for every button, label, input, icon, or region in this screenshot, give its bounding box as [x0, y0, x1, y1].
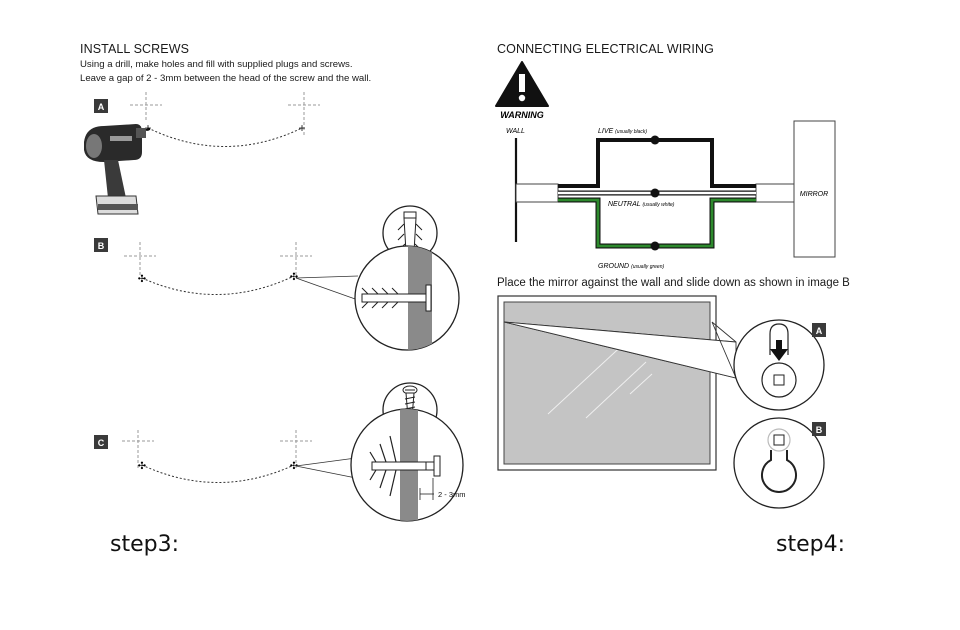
step-c-letter: C	[98, 438, 105, 448]
mount-b-letter: B	[816, 425, 823, 435]
ground-connector	[650, 241, 660, 251]
step-b-letter: B	[98, 241, 105, 251]
install-instruction-line-1: Using a drill, make holes and fill with …	[80, 59, 353, 70]
mirror-box	[793, 120, 836, 258]
mount-a-badge	[812, 323, 826, 337]
arrow-down-icon	[770, 340, 788, 361]
step-a-letter: A	[98, 102, 105, 112]
live-wire	[558, 138, 756, 188]
mirror-cable-sleeve	[755, 183, 795, 203]
step4-label: step4:	[776, 532, 845, 557]
hole-mark-icon: ✣	[290, 461, 298, 472]
level-line-a	[147, 127, 303, 147]
hole-mark-icon: ✣	[138, 461, 146, 472]
mirror-label: MIRROR	[800, 191, 828, 198]
level-line-c	[141, 464, 295, 483]
wall-cable-sleeve	[515, 183, 559, 203]
ground-label: GROUND (usually green)	[598, 263, 664, 270]
wiring-panel: WARNING WALL MIRROR LIVE (usually black)…	[495, 61, 836, 270]
neutral-connector	[650, 188, 660, 198]
drill-icon	[84, 124, 151, 215]
mirror-mount-panel: A B	[497, 295, 826, 509]
gap-label: 2 - 3mm	[438, 490, 466, 499]
mount-b-badge	[812, 422, 826, 436]
drill-point-icon: +	[144, 121, 151, 135]
live-connector	[650, 135, 660, 145]
crosshair-marks-a	[130, 92, 320, 136]
step-b-badge	[94, 238, 108, 252]
step-a-badge	[94, 99, 108, 113]
crosshair-marks-b	[124, 242, 312, 278]
plug-inserted-icon	[361, 284, 432, 312]
warning-icon	[495, 61, 549, 107]
live-label: LIVE (usually black)	[598, 128, 647, 135]
install-instruction-line-2: Leave a gap of 2 - 3mm between the head …	[80, 73, 372, 84]
step-a-panel: A + +	[84, 92, 320, 215]
drill-point-icon: +	[298, 121, 305, 135]
warning-label: WARNING	[500, 110, 544, 120]
keyhole-detail-b	[733, 417, 825, 509]
level-line-b	[141, 275, 295, 295]
step-c-badge	[94, 435, 108, 449]
crosshair-marks-c	[122, 430, 312, 470]
wiring-title: CONNECTING ELECTRICAL WIRING	[497, 42, 714, 56]
screw-inserted-icon	[369, 435, 441, 500]
step3-label: step3:	[110, 532, 179, 557]
wall-label: WALL	[506, 128, 525, 135]
install-screws-title: INSTALL SCREWS	[80, 42, 190, 56]
hole-mark-icon: ✣	[290, 272, 298, 283]
mirror-reflection-lines	[547, 339, 653, 419]
neutral-label: NEUTRAL (usually white)	[608, 201, 675, 208]
hole-mark-icon: ✣	[138, 274, 146, 285]
keyhole-slot-b	[761, 428, 797, 493]
step-b-panel: B ✣ ✣	[94, 205, 460, 351]
keyhole-slot-a	[761, 323, 797, 398]
mount-instruction: Place the mirror against the wall and sl…	[497, 277, 850, 289]
mount-a-letter: A	[816, 326, 823, 336]
step-c-panel: C ✣ ✣	[94, 382, 466, 522]
